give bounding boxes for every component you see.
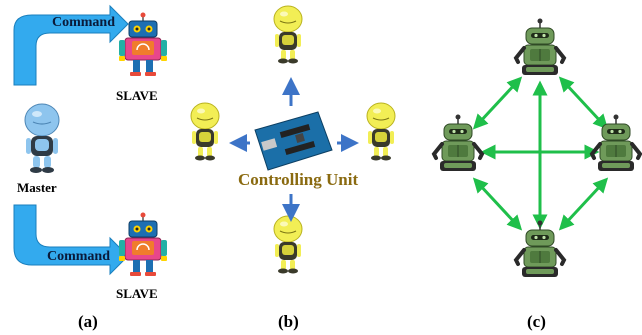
panel-a	[13, 4, 168, 277]
mesh-arrow-top-left	[472, 76, 523, 130]
yellow-robot-right	[366, 102, 396, 162]
green-robot-bottom	[514, 218, 566, 279]
command-label-top: Command	[52, 15, 116, 30]
panel-c	[432, 16, 642, 279]
green-robot-right	[590, 112, 642, 173]
green-robot-top	[514, 16, 566, 77]
master-robot	[24, 103, 60, 174]
caption-a: (a)	[78, 312, 98, 331]
controller-board-icon	[254, 111, 333, 171]
mesh-arrow-top-right	[558, 76, 609, 130]
command-label-bottom: Command	[47, 249, 111, 264]
controlling-unit-label: Controlling Unit	[238, 170, 359, 189]
slave-label-bottom: SLAVE	[116, 286, 158, 301]
yellow-robot-bottom	[273, 215, 303, 275]
caption-b: (b)	[278, 312, 299, 331]
caption-c: (c)	[527, 312, 546, 331]
yellow-robot-top	[273, 5, 303, 65]
mesh-arrow-bottom-right	[558, 177, 609, 231]
panel-b	[190, 5, 396, 275]
green-robot-left	[432, 112, 484, 173]
master-label: Master	[17, 180, 57, 195]
slave-label-top: SLAVE	[116, 88, 158, 103]
yellow-robot-left	[190, 102, 220, 162]
slave-robot-bottom	[118, 211, 168, 277]
command-arrow-top	[13, 4, 129, 86]
mesh-arrow-bottom-left	[472, 177, 523, 231]
